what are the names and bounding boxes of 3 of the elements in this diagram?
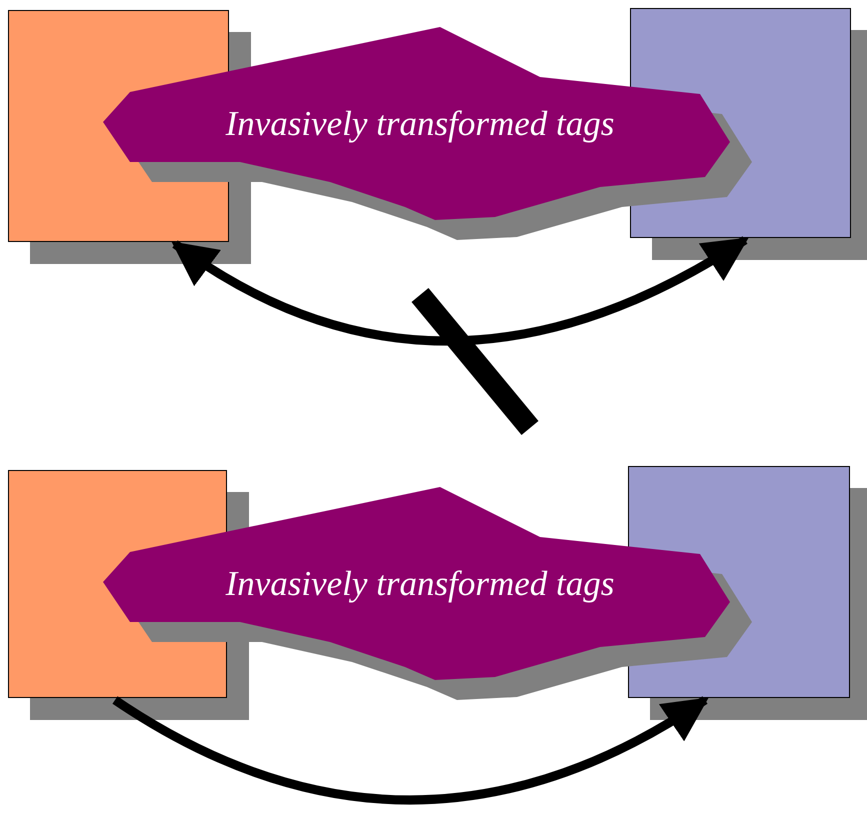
curved-arrow [171, 236, 749, 346]
banner-text: Invasively transformed tags [224, 563, 616, 605]
banner-text: Invasively transformed tags [224, 103, 616, 145]
